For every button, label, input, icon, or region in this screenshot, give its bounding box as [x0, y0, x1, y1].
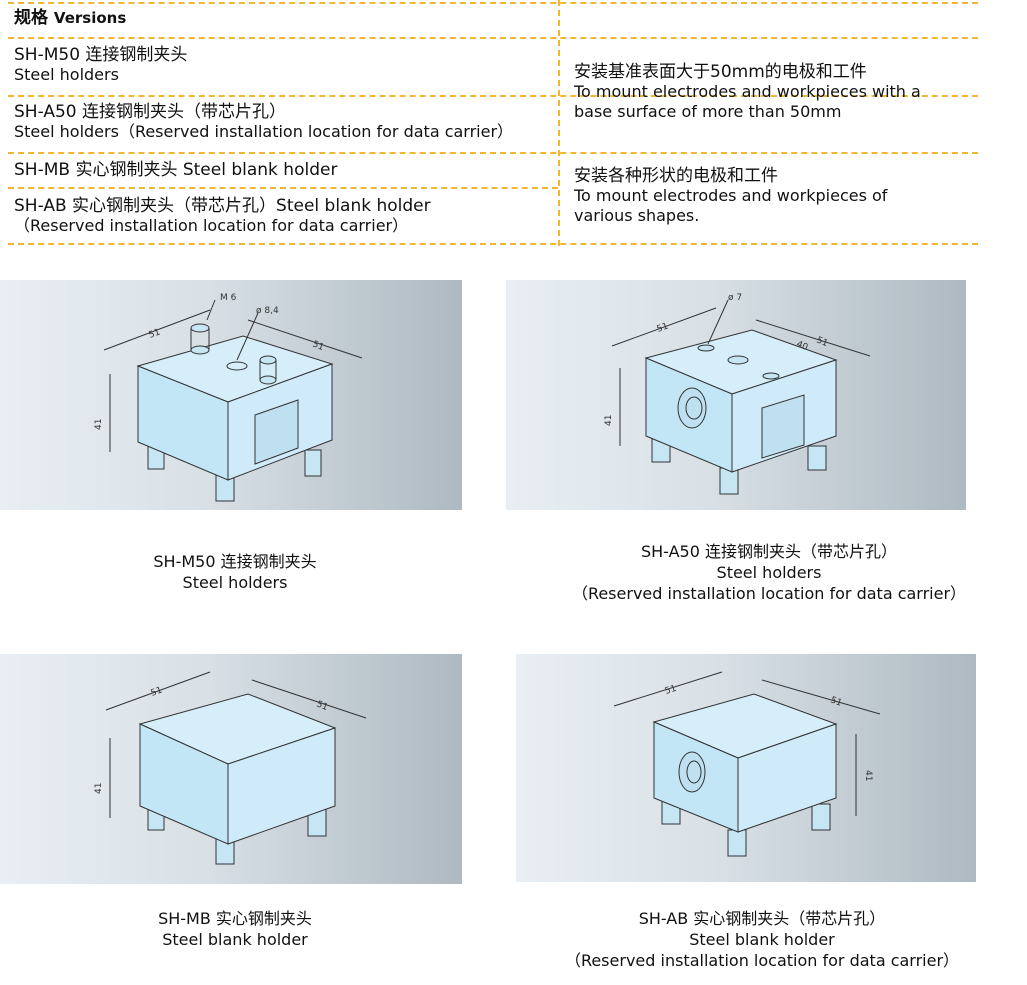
dim-width: 51 — [664, 684, 678, 697]
dim-height: 41 — [94, 783, 104, 794]
versions-table: 规格 Versions SH-M50 连接钢制夹头 Steel holders … — [8, 0, 978, 246]
figure-sh-a50: 51 51 40 41 ø 7 — [506, 280, 966, 510]
application-shapes: 安装各种形状的电极和工件 To mount electrodes and wor… — [574, 166, 888, 225]
dim-hole: ø 8,4 — [256, 306, 279, 316]
dim-width: 51 — [148, 328, 162, 341]
caption-sh-mb: SH-MB 实心钢制夹头 Steel blank holder — [158, 909, 312, 949]
dim-depth: 51 — [815, 336, 829, 350]
dim-hole: ø 7 — [728, 293, 742, 303]
dim-height: 41 — [863, 770, 873, 781]
table-title: 规格 Versions — [14, 8, 127, 28]
caption-sh-a50: SH-A50 连接钢制夹头（带芯片孔） Steel holders （Reser… — [571, 542, 967, 603]
figure-sh-m50: 51 51 41 M 6 ø 8,4 — [0, 280, 462, 510]
figure-sh-mb: 51 51 41 — [0, 654, 462, 884]
row-sh-ab: SH-AB 实心钢制夹头（带芯片孔）Steel blank holder （Re… — [14, 196, 431, 235]
dim-height: 41 — [604, 415, 614, 426]
dim-depth: 51 — [315, 700, 329, 714]
figure-sh-ab: 51 51 41 — [516, 654, 976, 882]
row-sh-mb: SH-MB 实心钢制夹头 Steel blank holder — [14, 160, 338, 180]
dim-thread: M 6 — [220, 293, 237, 303]
caption-sh-ab: SH-AB 实心钢制夹头（带芯片孔） Steel blank holder （R… — [564, 909, 960, 970]
dim-width: 51 — [150, 686, 164, 699]
caption-sh-m50: SH-M50 连接钢制夹头 Steel holders — [153, 552, 317, 592]
dim-depth: 51 — [829, 695, 843, 708]
dim-offset: 40 — [795, 340, 810, 354]
dim-height: 41 — [94, 419, 104, 430]
row-sh-m50: SH-M50 连接钢制夹头 Steel holders — [14, 45, 188, 84]
dim-width: 51 — [656, 322, 670, 335]
application-large: 安装基准表面大于50mm的电极和工件 To mount electrodes a… — [574, 62, 921, 121]
dim-depth: 51 — [311, 340, 325, 354]
row-sh-a50: SH-A50 连接钢制夹头（带芯片孔） Steel holders（Reserv… — [14, 102, 514, 141]
